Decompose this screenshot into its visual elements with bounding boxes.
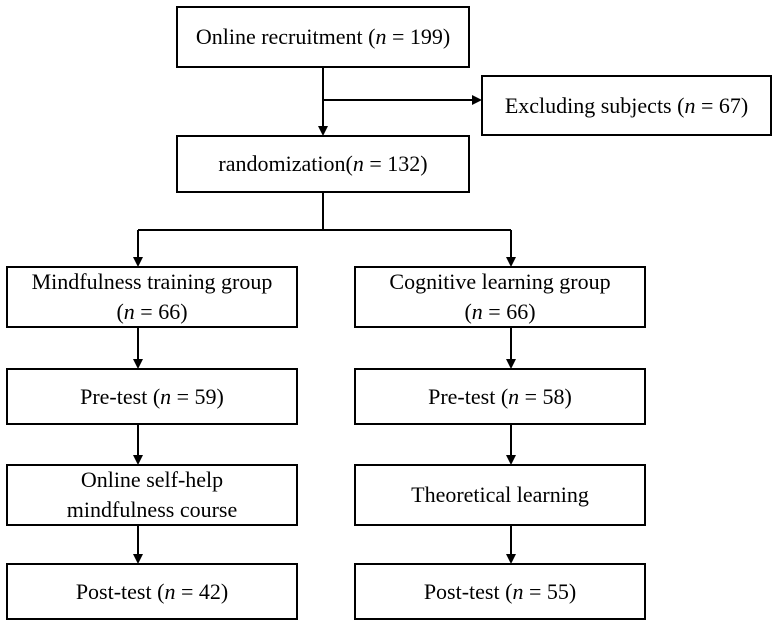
- mind-group-count: = 66): [134, 299, 188, 324]
- mindfulness-posttest-box: Post-test (n = 42): [6, 563, 298, 620]
- mind-post-count: = 42): [175, 578, 229, 604]
- mind-post-label: Post-test (: [75, 578, 165, 604]
- cog-group-label: Cognitive learning group: [389, 269, 611, 294]
- mind-course-line2: mindfulness course: [66, 497, 238, 522]
- cognitive-pretest-box: Pre-test (n = 58): [354, 368, 646, 425]
- cog-post-n-symbol: n: [512, 578, 524, 604]
- mindfulness-pretest-box: Pre-test (n = 59): [6, 368, 298, 425]
- exclude-label: Excluding subjects (: [504, 92, 685, 118]
- mind-course-line1: Online self-help: [80, 467, 224, 492]
- cog-group-paren: (: [464, 299, 472, 324]
- randomization-box: randomization(n = 132): [176, 135, 470, 193]
- recruit-n-symbol: n: [375, 24, 387, 49]
- cog-pre-count: = 58): [519, 383, 572, 409]
- cog-post-label: Post-test (: [423, 578, 513, 604]
- cog-group-n-symbol: n: [471, 299, 483, 324]
- online-recruitment-box: Online recruitment (n = 199): [176, 6, 470, 68]
- cog-pre-n-symbol: n: [508, 383, 520, 409]
- cog-group-count: = 66): [482, 299, 536, 324]
- theory-label: Theoretical learning: [411, 482, 589, 507]
- excluding-subjects-box: Excluding subjects (n = 67): [481, 75, 772, 136]
- mind-pre-label: Pre-test (: [80, 383, 161, 409]
- mind-pre-n-symbol: n: [160, 383, 172, 409]
- random-count: = 132): [363, 151, 428, 176]
- cognitive-posttest-box: Post-test (n = 55): [354, 563, 646, 620]
- mind-group-n-symbol: n: [123, 299, 135, 324]
- mind-pre-count: = 59): [171, 383, 224, 409]
- theoretical-learning-box: Theoretical learning: [354, 464, 646, 526]
- exclude-count: = 67): [695, 92, 749, 118]
- cognitive-group-box: Cognitive learning group (n = 66): [354, 266, 646, 328]
- mindfulness-course-box: Online self-help mindfulness course: [6, 464, 298, 526]
- mind-post-n-symbol: n: [164, 578, 176, 604]
- recruit-label: Online recruitment (: [195, 24, 376, 49]
- random-label: randomization(: [218, 151, 353, 176]
- recruit-count: = 199): [386, 24, 451, 49]
- mind-group-label: Mindfulness training group: [31, 269, 273, 294]
- random-n-symbol: n: [352, 151, 364, 176]
- mindfulness-group-box: Mindfulness training group (n = 66): [6, 266, 298, 328]
- mind-group-paren: (: [116, 299, 124, 324]
- cog-pre-label: Pre-test (: [428, 383, 509, 409]
- exclude-n-symbol: n: [684, 92, 696, 118]
- cog-post-count: = 55): [523, 578, 577, 604]
